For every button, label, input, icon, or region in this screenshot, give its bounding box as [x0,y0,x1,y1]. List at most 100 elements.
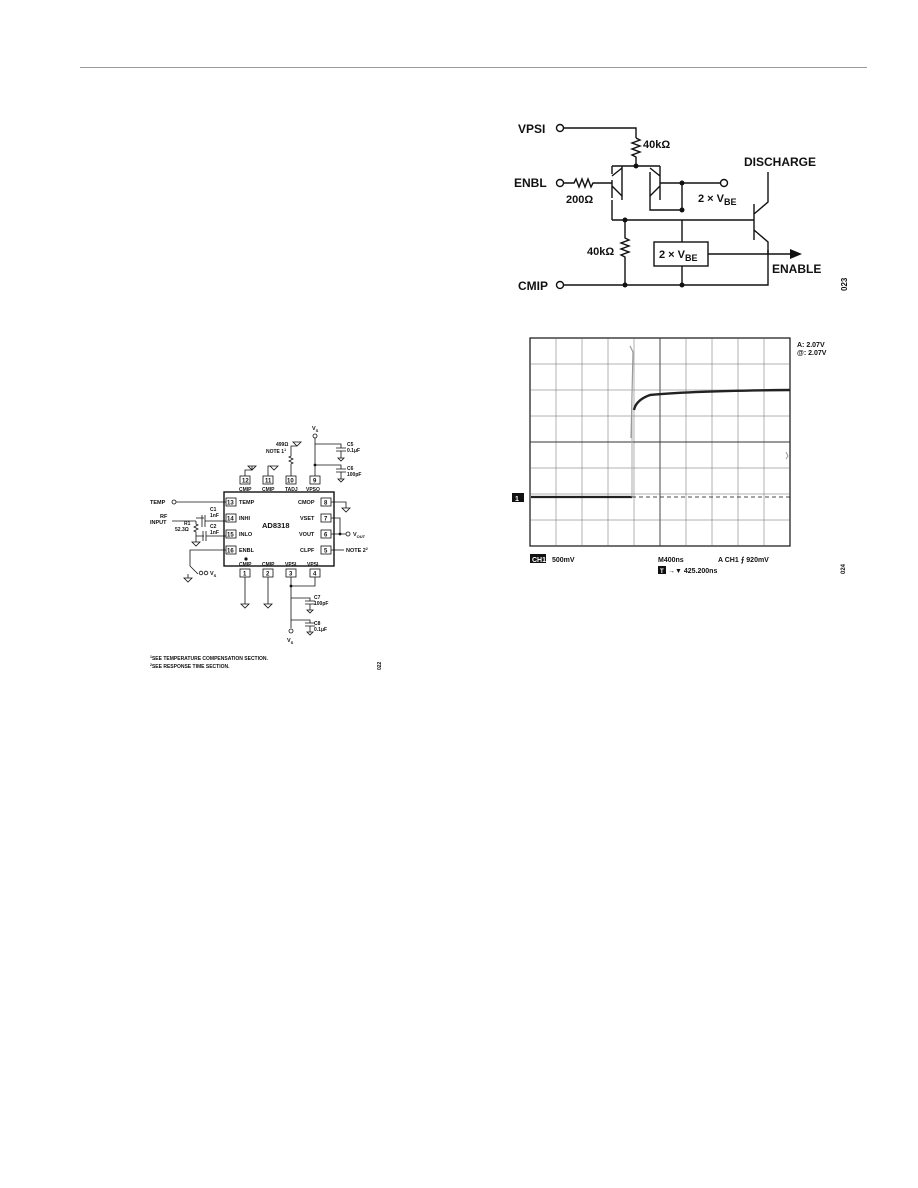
pin7-label: VSET [300,516,315,522]
ch1-marker-label: 1 [515,496,519,503]
vbe-terminal [719,178,729,188]
c6-value: 100pF [347,472,361,478]
trig-pos-box [658,566,666,574]
scope-scale: 500mV [552,557,575,564]
node-mid [679,207,685,213]
enbl-vs-label: VS [210,571,217,578]
pin12-label: CMIP [239,487,252,493]
pin10-num: 10 [287,479,294,485]
cmop-ground-icon [331,501,351,513]
c2-cap [196,531,226,541]
scope-trigger-setting: A CH1 ⨍ 920mV [718,556,769,564]
c7-value: 100pF [314,601,328,607]
scope-trig-delay: →▼ 425.200ns [668,568,717,575]
vout-label: VOUT [353,532,366,539]
r1-value: 52.3Ω [175,527,189,533]
node-cmip1 [622,282,628,288]
pin2-label: CMIP [262,562,275,568]
right-tick [785,451,789,460]
pin14-num: 14 [227,517,234,523]
pin16-label: ENBL [239,548,255,554]
c1-value: 1nF [210,513,219,519]
cmip-label: CMIP [518,279,548,293]
pin8-num: 8 [324,501,328,507]
c2-name: C2 [210,524,217,530]
pin1-label: CMIP [239,562,252,568]
pin14-label: INHI [239,516,250,522]
pin15-box [225,529,237,539]
vpsi-label: VPSI [518,122,545,136]
vout-node [338,532,342,536]
ch1-box-label: CH1 [532,557,546,564]
c8-value: 0.1μF [314,627,327,633]
pin11-num: 11 [265,479,272,485]
pin14-box [225,513,237,523]
pin5-label: CLPF [300,548,315,554]
pin9-num: 9 [313,479,317,485]
resistor-top [630,137,642,166]
c1-name: C1 [210,507,217,513]
c2-value: 1nF [210,530,219,536]
c6-name: C6 [347,466,354,472]
temp-terminal [171,499,177,505]
note2-label: NOTE 22 [346,547,368,554]
r1-name: R1 [184,521,191,527]
vs-top-terminal [312,433,318,439]
pin15-num: 15 [227,533,234,539]
pin13-label: TEMP [239,500,255,506]
cmip-terminal [555,280,565,290]
fig-id-023: 023 [840,277,849,291]
vout-terminal [345,531,351,537]
pin15-label: INLO [239,532,253,538]
c8-cap [291,619,315,636]
resistor-bottom [619,220,631,285]
pin16-num: 16 [227,549,234,555]
c5-value: 0.1μF [347,448,360,454]
c8-name: C8 [314,621,321,627]
pin4-num: 4 [313,572,317,578]
trigger-a-label: A: 2.07V [797,342,825,349]
c6-cap [315,464,346,483]
vpsi-wire [564,127,637,138]
r-top-label: 40kΩ [643,139,670,151]
enable-arrow-icon [790,249,802,259]
discharge-label: DISCHARGE [744,155,816,169]
pin2-num: 2 [266,572,270,578]
pin9-label: VPSO [306,487,320,493]
vs-top-label: VS [312,426,319,433]
mirror-wire [649,183,683,211]
r-input-label: 200Ω [566,194,593,206]
pin1-num: 1 [243,572,247,578]
node-cmip2 [679,282,685,288]
pnp-left [611,166,623,198]
vset-vout-tie [331,517,346,535]
trig-pos-label: T [660,569,664,575]
scope-timebase: M400ns [658,557,684,564]
r1-ground-icon [191,536,201,547]
pin6-label: VOUT [299,532,315,538]
r-tadj-resistor [288,441,302,476]
vs-bottom-terminal [288,628,294,634]
vpsi-wire [290,577,316,628]
cmip-wire [611,200,754,221]
pin11-label: CMIP [262,487,275,493]
r1-resistor [193,521,199,536]
ch1-marker [512,493,524,502]
rf-label-2: INPUT [150,520,167,526]
c7-cap [291,597,315,614]
vs-bottom-label: VS [287,638,294,645]
fig-id-022: 022 [377,661,383,670]
pin12-ground-icon [244,465,257,476]
r-tadj-value: 499Ω [276,442,288,448]
footnote-2: 2SEE RESPONSE TIME SECTION. [150,663,230,670]
pin10-label: TADJ [285,487,298,493]
trigger-at-label: @: 2.07V [797,350,827,357]
enbl-switch-terminal [198,570,204,576]
c5-cap [315,443,346,462]
c1-cap [172,515,226,527]
footnote-1: 1SEE TEMPERATURE COMPENSATION SECTION. [150,655,268,662]
vbe-node-label: 2 × VBE [698,193,737,207]
temp-label: TEMP [150,500,166,506]
